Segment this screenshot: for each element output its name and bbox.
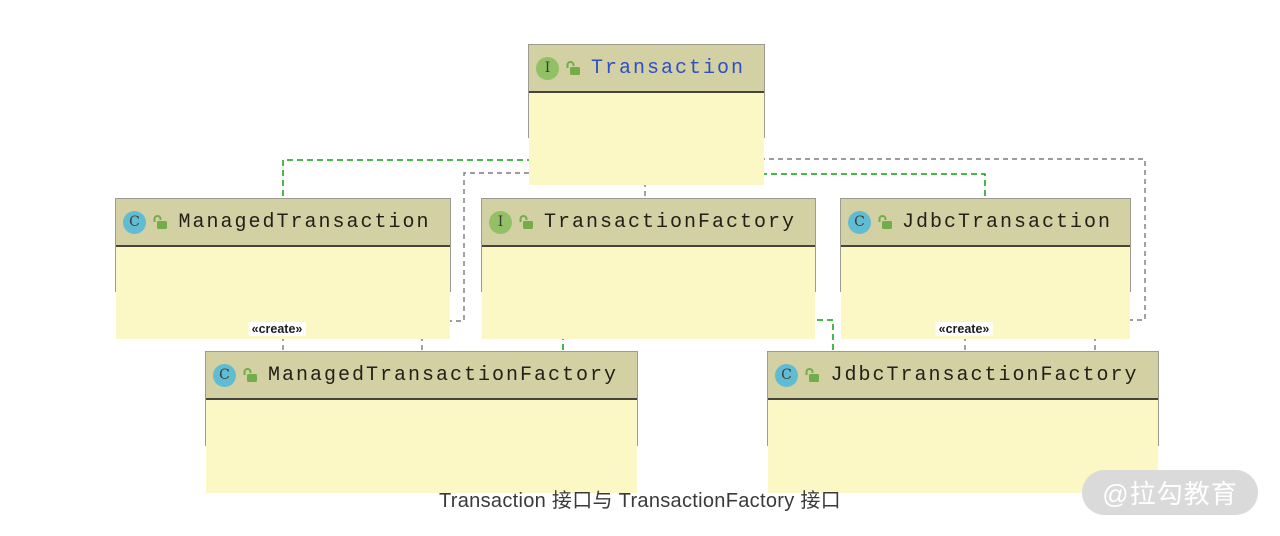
class-icon: C [775, 363, 798, 387]
class-box-transactionfactory[interactable]: I TransactionFactory [481, 198, 816, 339]
class-header: C JdbcTransaction [841, 199, 1130, 247]
watermark-badge: @拉勾教育 [1082, 470, 1258, 515]
create-edge-label: «create» [935, 322, 993, 336]
class-box-managedtransaction[interactable]: C ManagedTransaction [115, 198, 451, 339]
class-name: JdbcTransactionFactory [830, 363, 1139, 387]
class-header: I TransactionFactory [482, 199, 815, 247]
diagram-caption: Transaction 接口与 TransactionFactory 接口 [439, 490, 841, 512]
class-name: ManagedTransaction [178, 210, 431, 234]
class-box-jdbctransactionfactory[interactable]: C JdbcTransactionFactory [767, 351, 1159, 493]
lock-icon [876, 214, 894, 230]
class-name: ManagedTransactionFactory [267, 363, 619, 387]
edge-managedtransactionfactory-to-transaction [421, 152, 599, 350]
class-body [529, 93, 764, 185]
class-name: Transaction [590, 56, 746, 80]
class-body [482, 247, 815, 339]
lock-icon [803, 367, 821, 383]
interface-icon: I [536, 56, 559, 80]
edge-managedtransaction-implements-transaction [282, 153, 551, 196]
lock-icon [241, 367, 259, 383]
class-icon: C [213, 363, 236, 387]
class-icon: C [123, 210, 146, 234]
class-box-managedtransactionfactory[interactable]: C ManagedTransactionFactory [205, 351, 638, 493]
interface-icon: I [489, 210, 512, 234]
class-name: TransactionFactory [543, 210, 797, 234]
class-header: I Transaction [529, 45, 764, 93]
class-box-jdbctransaction[interactable]: C JdbcTransaction [840, 198, 1131, 339]
create-edge-label: «create» [248, 322, 306, 336]
class-name: JdbcTransaction [901, 210, 1113, 234]
lock-icon [151, 214, 169, 230]
class-body [206, 400, 637, 493]
lock-icon [517, 214, 535, 230]
class-header: C JdbcTransactionFactory [768, 352, 1158, 400]
class-icon: C [848, 210, 871, 234]
class-box-transaction[interactable]: I Transaction [528, 44, 765, 185]
lock-icon [564, 60, 582, 76]
class-header: C ManagedTransactionFactory [206, 352, 637, 400]
class-header: C ManagedTransaction [116, 199, 450, 247]
